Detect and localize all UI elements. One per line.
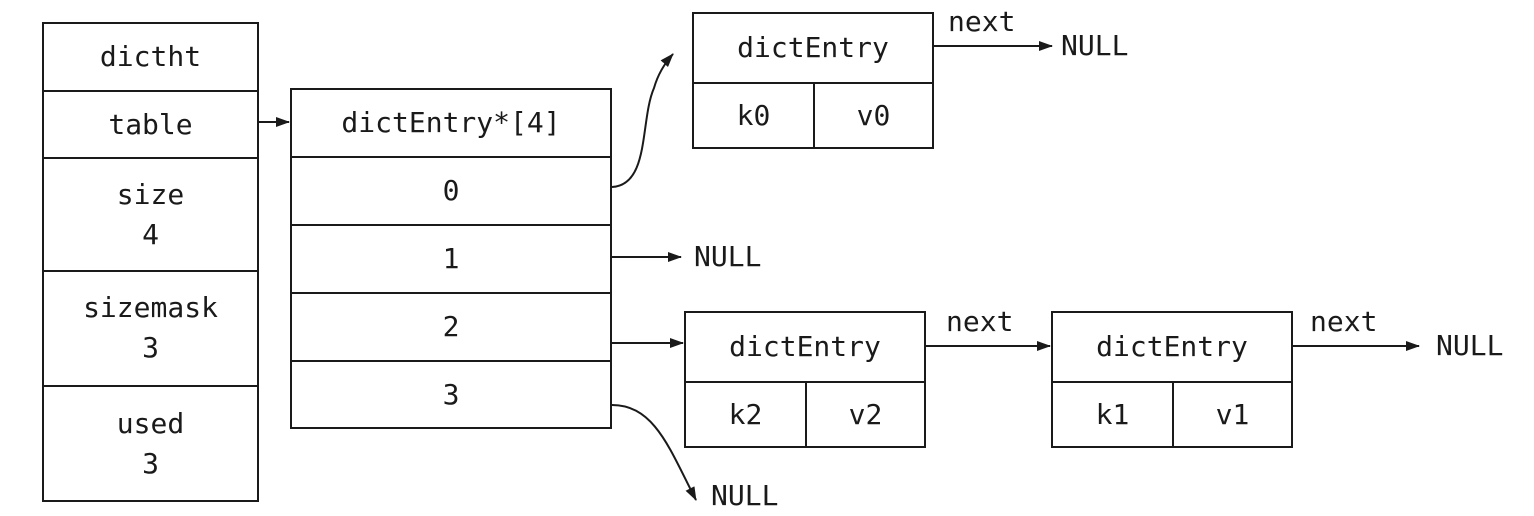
dict-entry-title-text: dictEntry [729, 330, 881, 363]
table-slot-3: 3 [292, 362, 610, 427]
divider [805, 381, 807, 446]
used-field-label: used [116, 406, 185, 440]
dict-entry-k2: dictEntry k2 v2 [684, 311, 926, 448]
dict-entry-value: v0 [815, 84, 932, 147]
next-label: next [946, 305, 1014, 338]
slot0-to-entry-arrow [611, 53, 674, 188]
slot-label: 0 [442, 174, 460, 207]
dictht-used-field: used 3 [44, 387, 257, 500]
next-label: next [948, 5, 1016, 38]
size-field-label: size [116, 178, 185, 211]
next-label: next [1310, 305, 1378, 338]
used-field-value: 3 [142, 446, 159, 480]
slot3-null-arrow [611, 404, 697, 501]
key-label: k1 [1095, 397, 1130, 431]
divider [292, 156, 610, 158]
size-field-value: 4 [142, 218, 159, 251]
divider [44, 385, 257, 387]
dict-entry-key: k0 [694, 84, 813, 147]
dict-entry-title: dictEntry [694, 14, 932, 82]
dictht-table-field: table [44, 92, 257, 158]
dict-entry-key: k1 [1053, 383, 1172, 446]
dict-entry-title: dictEntry [1053, 313, 1291, 381]
slot-label: 3 [442, 377, 460, 411]
table-field-label: table [108, 108, 193, 141]
value-label: v1 [1215, 397, 1250, 431]
dict-entry-value: v1 [1174, 383, 1291, 446]
table-slot-2: 2 [292, 294, 610, 360]
divider [292, 224, 610, 226]
null-label: NULL [1061, 29, 1129, 62]
dictht-struct: dictht table size 4 sizemask 3 used 3 [42, 22, 259, 502]
value-label: v0 [856, 98, 891, 132]
dictht-title: dictht [44, 24, 257, 90]
value-label: v2 [848, 397, 883, 431]
divider [292, 360, 610, 362]
dict-entry-value: v2 [807, 383, 924, 446]
table-array-title-text: dictEntry*[4] [341, 106, 561, 139]
dict-entry-title: dictEntry [686, 313, 924, 381]
table-array-title: dictEntry*[4] [292, 90, 610, 156]
key-label: k0 [736, 98, 771, 132]
table-array: dictEntry*[4] 0 1 2 3 [290, 88, 612, 429]
dictht-sizemask-field: sizemask 3 [44, 272, 257, 384]
divider [44, 270, 257, 272]
null-label: NULL [694, 240, 762, 273]
divider [44, 90, 257, 92]
slot-label: 1 [442, 242, 460, 275]
dictht-size-field: size 4 [44, 159, 257, 271]
divider [292, 292, 610, 294]
null-label: NULL [711, 479, 779, 512]
slot-label: 2 [442, 310, 460, 343]
null-label: NULL [1436, 329, 1504, 362]
dict-entry-k1: dictEntry k1 v1 [1051, 311, 1293, 448]
divider [813, 82, 815, 147]
table-slot-1: 1 [292, 226, 610, 292]
divider [44, 157, 257, 159]
divider [1172, 381, 1174, 446]
dict-entry-k0: dictEntry k0 v0 [692, 12, 934, 149]
table-slot-0: 0 [292, 158, 610, 224]
sizemask-field-label: sizemask [83, 291, 218, 324]
dict-entry-title-text: dictEntry [737, 31, 889, 64]
dict-entry-key: k2 [686, 383, 805, 446]
key-label: k2 [728, 397, 763, 431]
sizemask-field-value: 3 [142, 331, 159, 364]
dict-entry-title-text: dictEntry [1096, 330, 1248, 363]
dictht-title-text: dictht [99, 40, 202, 73]
